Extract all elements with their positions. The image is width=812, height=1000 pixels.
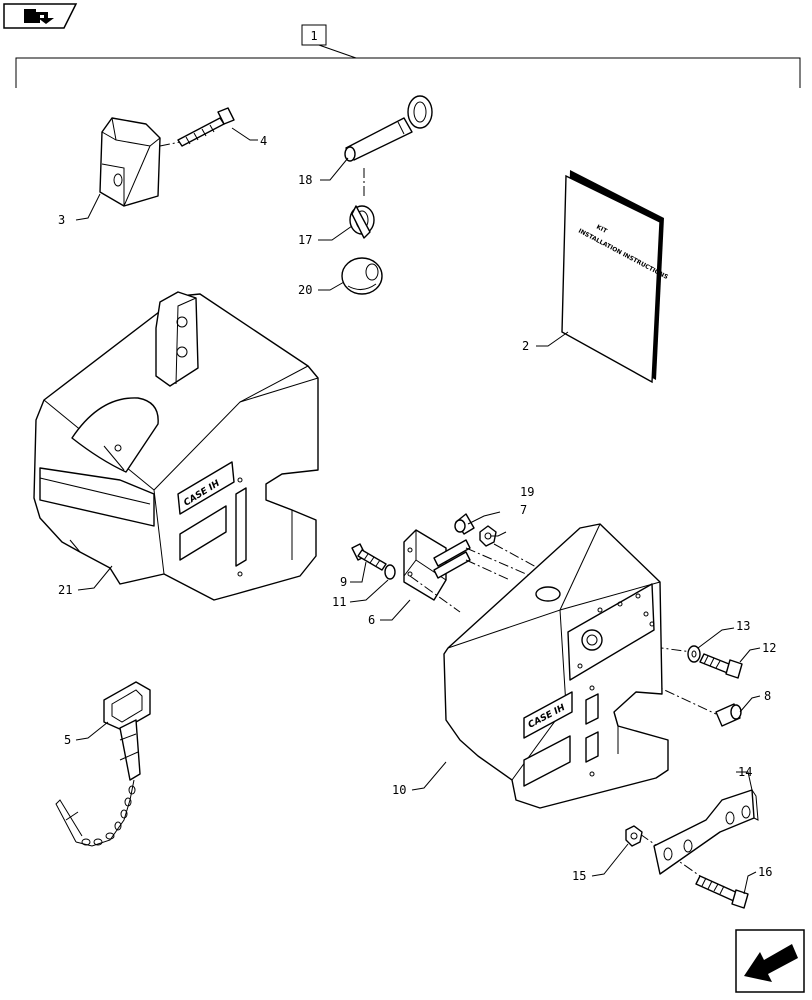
- part-washer-13: [687, 645, 701, 663]
- callout-11[interactable]: 11: [332, 595, 346, 609]
- part-washer-11: [384, 564, 396, 580]
- callout-10[interactable]: 10: [392, 783, 406, 797]
- callout-3[interactable]: 3: [58, 213, 65, 227]
- callout-16[interactable]: 16: [758, 865, 772, 879]
- part-rear-weight: CASE IH: [443, 523, 669, 809]
- callout-14[interactable]: 14: [738, 765, 752, 779]
- part-wedge-block: [99, 117, 161, 207]
- callout-19[interactable]: 19: [520, 485, 534, 499]
- folder-arrow-icon[interactable]: [3, 3, 78, 29]
- callout-17[interactable]: 17: [298, 233, 312, 247]
- part-bolt-4: [159, 107, 235, 147]
- callout-18[interactable]: 18: [298, 173, 312, 187]
- part-lynch-clip: [349, 205, 375, 239]
- part-nut-15: [625, 825, 643, 847]
- callout-12[interactable]: 12: [762, 641, 776, 655]
- chain-links: [81, 785, 136, 846]
- callout-2[interactable]: 2: [522, 339, 529, 353]
- callout-15[interactable]: 15: [572, 869, 586, 883]
- callout-4[interactable]: 4: [260, 134, 267, 148]
- callout-numbers: 3 4 18 17 20 2 21 5 9 11 6 19 7 10 13 12…: [58, 134, 776, 883]
- part-front-weight: CASE IH: [33, 291, 319, 601]
- callout-21[interactable]: 21: [58, 583, 72, 597]
- callout-7[interactable]: 7: [520, 503, 527, 517]
- part-spacer-19: [454, 513, 475, 535]
- callout-9[interactable]: 9: [340, 575, 347, 589]
- part-instruction-booklet: KIT INSTALLATION INSTRUCTIONS: [561, 170, 669, 384]
- return-arrow-icon[interactable]: [735, 929, 805, 993]
- callout-6[interactable]: 6: [368, 613, 375, 627]
- callout-5[interactable]: 5: [64, 733, 71, 747]
- part-ball-cap: [341, 257, 383, 295]
- part-hitch-pin-chain: [55, 681, 151, 847]
- callout-13[interactable]: 13: [736, 619, 750, 633]
- callout-8[interactable]: 8: [764, 689, 771, 703]
- callout-20[interactable]: 20: [298, 283, 312, 297]
- part-bolt-12: [699, 653, 743, 679]
- part-cap-screw-8: [715, 703, 742, 727]
- callout-1[interactable]: 1: [310, 29, 317, 43]
- part-bolt-16: [695, 875, 749, 909]
- part-hitch-pin: [344, 95, 433, 196]
- part-mounting-plate: [403, 529, 471, 601]
- part-bolt-9: [351, 543, 387, 571]
- booklet-title-line1: KIT: [595, 224, 609, 236]
- leader-lines: [75, 127, 761, 895]
- part-bracket-14: [653, 789, 759, 875]
- kit-bracket: 1: [15, 24, 801, 88]
